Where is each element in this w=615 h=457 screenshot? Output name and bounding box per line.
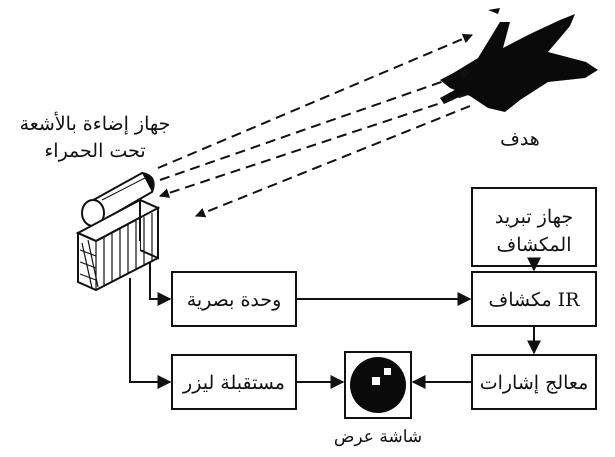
sensor-unit-box [75,198,161,292]
signal-processor-label: معالج إشارات [480,372,589,394]
beam-outgoing-2 [159,70,471,181]
ir-detector-label: مكشاف IR [489,289,581,311]
laser-receiver-box [171,354,297,410]
illuminator-label-line1: جهاز إضاءة بالأشعة [20,111,171,135]
target-label: هدف [500,128,540,150]
optical-unit-label: وحدة بصرية [187,289,282,311]
beam-return-2 [195,105,471,218]
beam-outgoing-1 [157,33,473,169]
arrow-sensor-to-optical [149,262,172,306]
aircraft-icon [440,8,598,112]
beam-return-1 [159,93,469,198]
display-screen [344,351,412,419]
arrow-sensor-to-laser [129,278,172,389]
connectors [129,257,541,389]
detector-cooler-box [471,187,597,267]
laser-receiver-label: مستقبلة ليزر [182,372,285,394]
illuminator-cylinder [81,171,155,227]
ir-detector-box [471,271,597,327]
illuminator-label-line2: تحت الحمراء [44,140,145,162]
display-screen-label: شاشة عرض [334,427,422,447]
optical-unit-box [171,271,297,327]
cooler-label-line2: المكشاف [497,234,572,256]
ir-beams [157,33,473,218]
cooler-label-line1: جهاز تبريد [495,206,573,228]
signal-processor-box [471,354,597,410]
